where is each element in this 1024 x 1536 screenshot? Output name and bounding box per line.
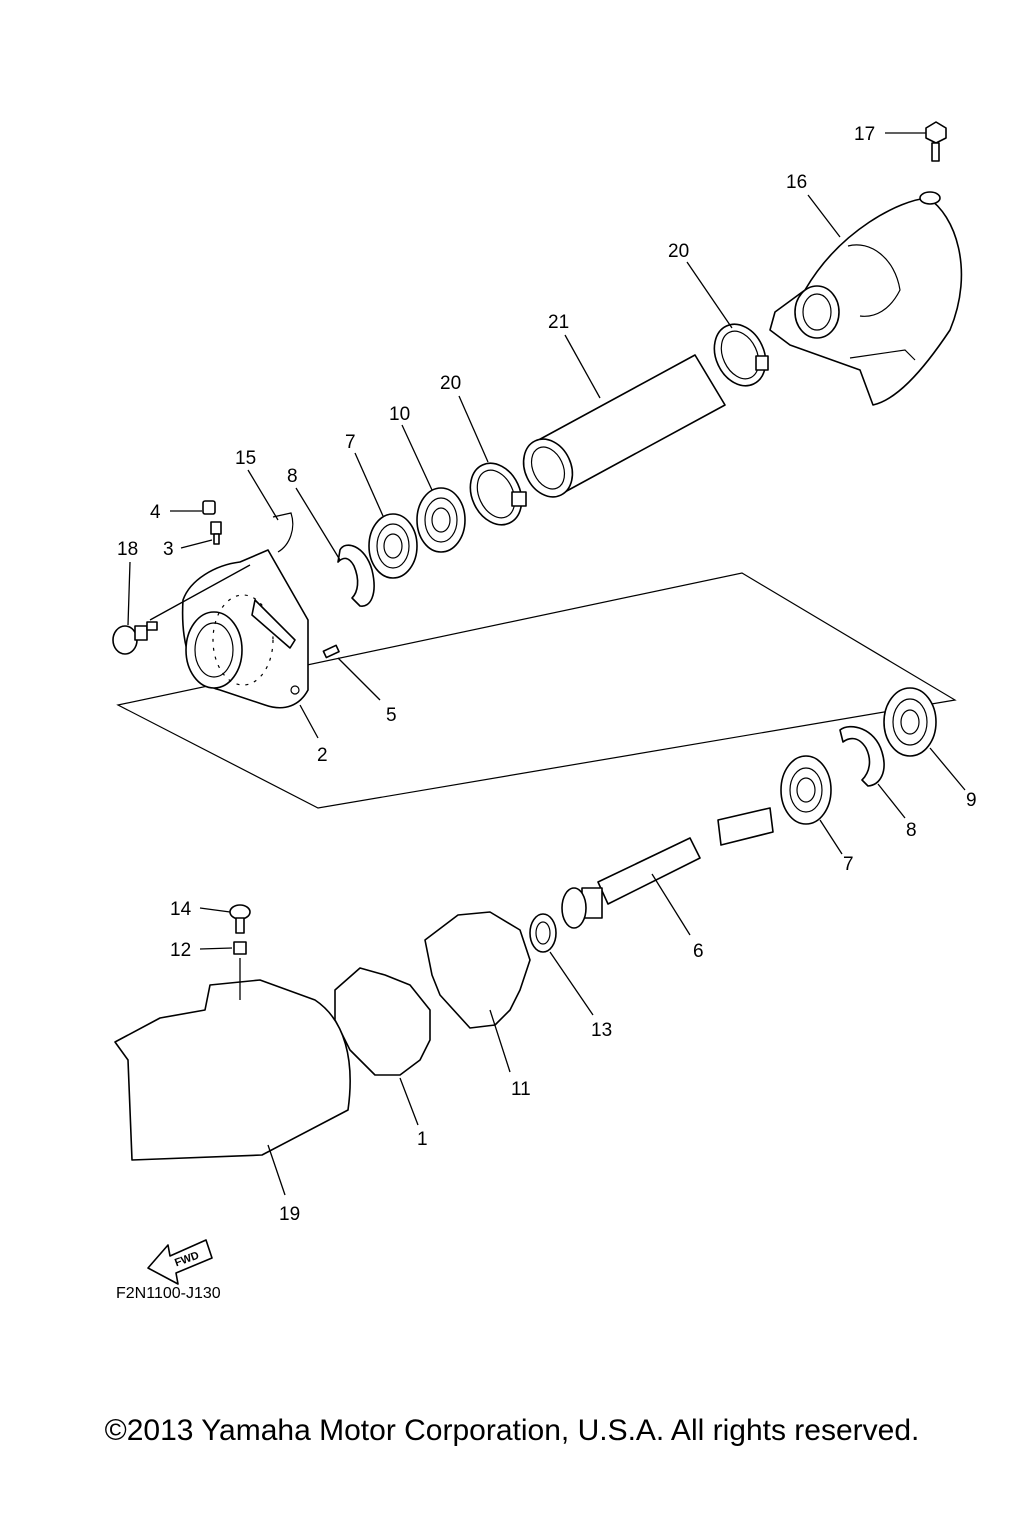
callout-16: 18 [117, 539, 138, 560]
part-1-damper [334, 967, 431, 1076]
part-15-cover [114, 979, 351, 1161]
callout-17: 15 [235, 448, 256, 469]
callout-1: 1 [417, 1129, 428, 1150]
part-7-bearing-lower [780, 755, 832, 825]
callout-12: 13 [591, 1020, 612, 1041]
part-10-bearing [416, 487, 466, 553]
part-2-housing [181, 549, 309, 709]
part-20-clamp-upper [713, 323, 769, 387]
callout-15: 19 [279, 1204, 300, 1225]
part-13-bolt [229, 904, 251, 934]
part-18-nozzle-housing [769, 191, 963, 406]
callout-10: 10 [389, 404, 410, 425]
callout-20-upper: 20 [668, 241, 689, 262]
part-5-pin [322, 644, 340, 659]
part-8-circlip-upper [337, 544, 375, 607]
part-6-drive-shaft [561, 807, 774, 929]
part-20-clamp-lower [469, 462, 527, 526]
part-16-bolt [112, 621, 158, 655]
diagram-ref-code: F2N1100-J130 [116, 1285, 221, 1302]
part-4-cap [202, 500, 216, 515]
callout-19: 17 [854, 124, 875, 145]
callout-11: 11 [511, 1079, 531, 1100]
callout-21: 21 [548, 312, 569, 333]
fwd-arrow-icon: FWD [147, 1239, 213, 1285]
callout-7-upper: 7 [345, 432, 356, 453]
callout-2: 2 [317, 745, 328, 766]
part-3-nipple [210, 521, 222, 545]
callout-4: 4 [150, 502, 161, 523]
part-21-duct-tube [522, 354, 726, 498]
copyright-notice: ©2013 Yamaha Motor Corporation, U.S.A. A… [104, 1414, 920, 1447]
part-8-circlip-lower [839, 725, 885, 787]
callout-14: 12 [170, 940, 191, 961]
callout-3: 3 [163, 539, 174, 560]
callout-18: 16 [786, 172, 807, 193]
part-19-bolt [925, 121, 947, 162]
callout-13: 14 [170, 899, 192, 920]
part-7-bearing-upper [368, 513, 418, 579]
part-14-collar [233, 941, 247, 955]
callout-9: 9 [966, 790, 977, 811]
callout-6: 6 [693, 941, 704, 962]
part-11-coupling [424, 911, 531, 1029]
callout-7-lower: 7 [843, 854, 854, 875]
part-12-washer [529, 913, 557, 953]
callout-5: 5 [386, 705, 397, 726]
callout-20-lower: 20 [440, 373, 461, 394]
part-9-bearing [883, 687, 937, 757]
callout-8-upper: 8 [287, 466, 298, 487]
callout-8-lower: 8 [906, 820, 917, 841]
part-17-clip [272, 512, 294, 553]
assembly-boundary [116, 572, 957, 809]
